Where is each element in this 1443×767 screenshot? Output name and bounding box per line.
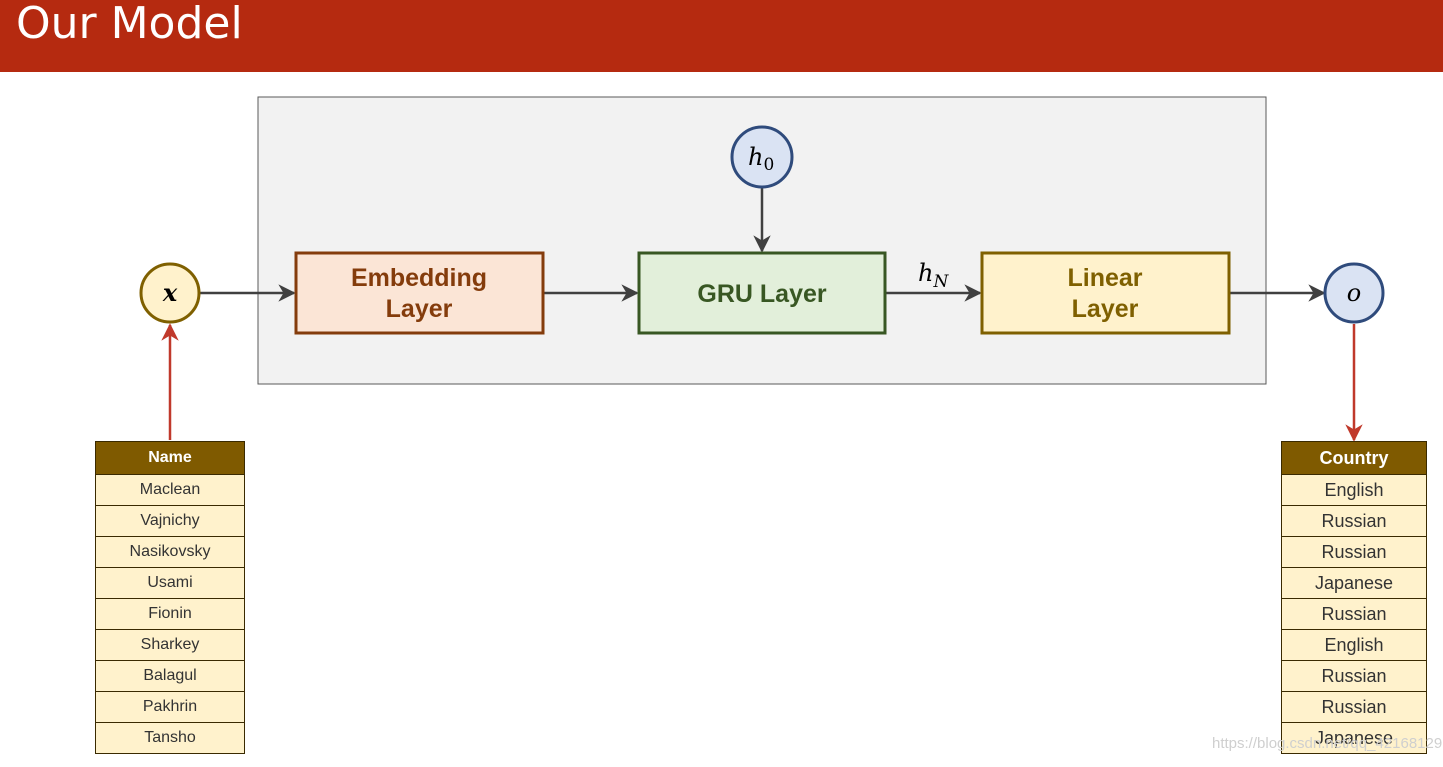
output-node-o xyxy=(1323,262,1385,324)
country-table: Country English Russian Russian Japanese… xyxy=(1281,441,1427,754)
name-table-cell: Maclean xyxy=(95,474,245,506)
name-table-header: Name xyxy=(95,441,245,475)
watermark: https://blog.csdn.net/qq_42168129 xyxy=(1212,735,1443,752)
country-table-cell: Russian xyxy=(1281,598,1427,630)
country-table-cell: Russian xyxy=(1281,691,1427,723)
country-table-cell: Russian xyxy=(1281,536,1427,568)
country-table-cell: Russian xyxy=(1281,505,1427,537)
gru-layer-label: GRU Layer xyxy=(697,280,826,308)
input-node-x-label: x xyxy=(162,278,178,307)
name-table-cell: Nasikovsky xyxy=(95,536,245,568)
linear-layer-label-1: Linear xyxy=(1067,264,1142,292)
name-table: Name Maclean Vajnichy Nasikovsky Usami F… xyxy=(95,441,245,754)
hidden-node-h0 xyxy=(730,125,794,189)
title-bar: Our Model xyxy=(0,0,1443,72)
country-table-cell: English xyxy=(1281,474,1427,506)
name-table-cell: Pakhrin xyxy=(95,691,245,723)
linear-layer-label-2: Layer xyxy=(1072,295,1139,323)
country-table-cell: Japanese xyxy=(1281,567,1427,599)
embedding-layer-box xyxy=(294,251,545,335)
name-table-cell: Sharkey xyxy=(95,629,245,661)
name-table-cell: Tansho xyxy=(95,722,245,754)
embedding-layer-label-2: Layer xyxy=(386,295,453,323)
gru-layer-box xyxy=(637,251,887,335)
country-table-header: Country xyxy=(1281,441,1427,475)
linear-layer-box xyxy=(980,251,1231,335)
country-table-cell: English xyxy=(1281,629,1427,661)
name-table-cell: Vajnichy xyxy=(95,505,245,537)
name-table-cell: Balagul xyxy=(95,660,245,692)
hidden-node-h0-label: h0 xyxy=(748,143,774,175)
input-node-x xyxy=(139,262,201,324)
embedding-layer-label-1: Embedding xyxy=(351,264,487,292)
output-node-o-label: o xyxy=(1347,279,1361,307)
name-table-cell: Fionin xyxy=(95,598,245,630)
country-table-cell: Japanese xyxy=(1281,722,1427,754)
name-table-cell: Usami xyxy=(95,567,245,599)
page-title: Our Model xyxy=(16,0,243,49)
hN-label: hN xyxy=(918,259,949,292)
country-table-cell: Russian xyxy=(1281,660,1427,692)
